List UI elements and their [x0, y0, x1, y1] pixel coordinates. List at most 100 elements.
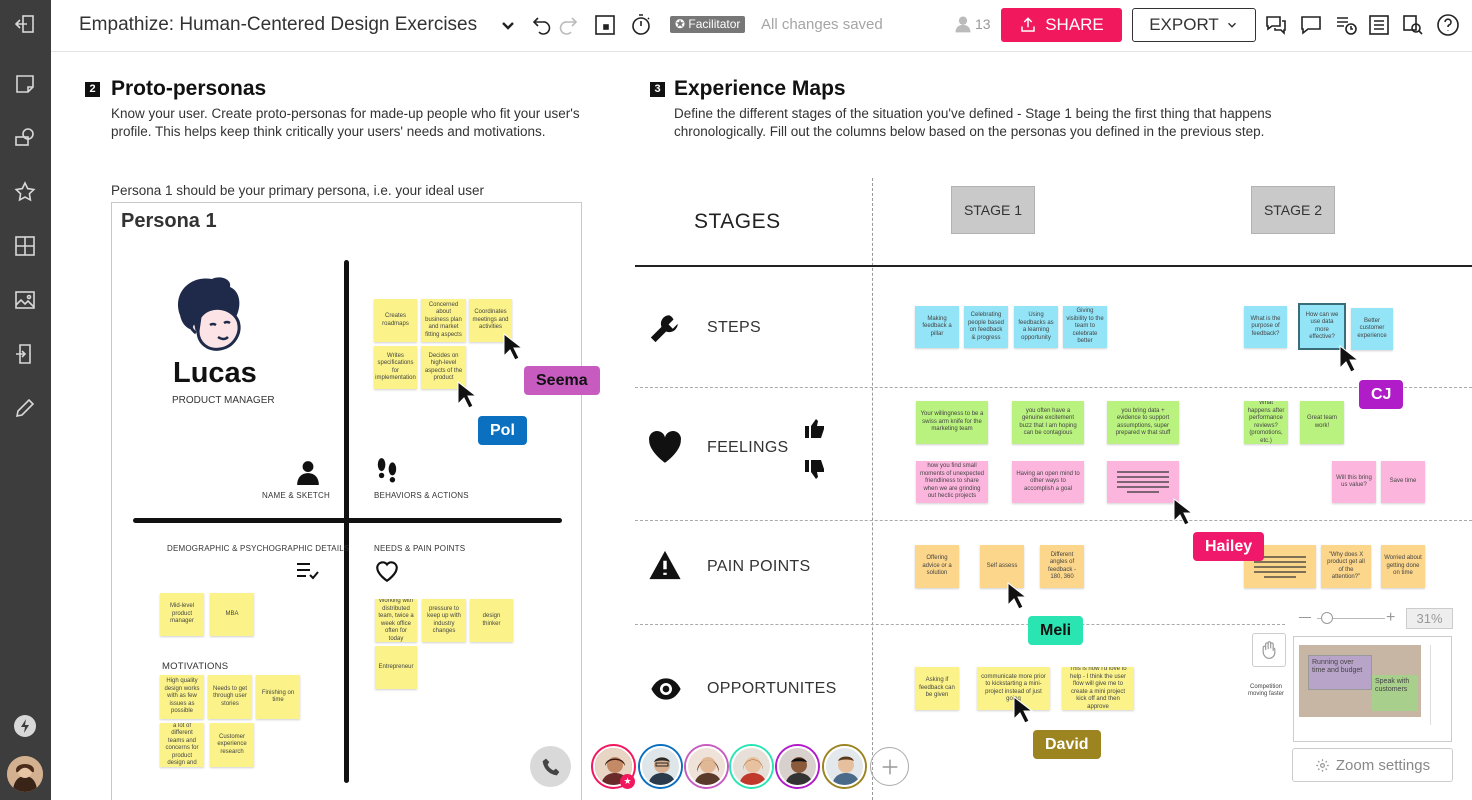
sticky-note[interactable]: Competition moving faster	[1247, 683, 1284, 698]
exit-icon[interactable]	[11, 10, 39, 38]
cursor-arrow-icon	[503, 333, 523, 361]
sticky-note[interactable]: Having an open mind to other ways to acc…	[1012, 461, 1084, 503]
comments-icon[interactable]	[1298, 12, 1324, 38]
sticky-note[interactable]: pressure to keep up with industry change…	[422, 599, 466, 642]
add-collaborator-button[interactable]	[870, 747, 909, 786]
row-divider	[635, 387, 1472, 388]
export-button[interactable]: EXPORT	[1132, 8, 1256, 42]
horizontal-axis	[133, 518, 562, 523]
sticky-note[interactable]: you bring data + evidence to support ass…	[1107, 401, 1179, 444]
activity-icon[interactable]	[1333, 12, 1359, 38]
redo-icon[interactable]	[555, 12, 581, 38]
collaborator-avatar[interactable]	[777, 746, 818, 787]
cursor-name-tag: Hailey	[1193, 532, 1265, 561]
needs-label: NEEDS & PAIN POINTS	[374, 544, 466, 553]
sticky-note-icon[interactable]	[11, 70, 39, 98]
cursor-name-tag: David	[1033, 730, 1101, 759]
sticky-note[interactable]: Offering advice or a solution	[915, 545, 959, 588]
sticky-note[interactable]: Coordinating a lot of different teams an…	[160, 723, 204, 767]
grid-icon[interactable]	[11, 232, 39, 260]
collaborator-avatar[interactable]	[731, 746, 772, 787]
sticky-note[interactable]: Finishing on time	[256, 675, 300, 719]
zoom-in-icon[interactable]: +	[1386, 609, 1396, 626]
sticky-note-selected[interactable]: How can we use data more effective?	[1298, 303, 1346, 350]
sticky-note[interactable]: Save time	[1381, 461, 1425, 503]
sticky-note[interactable]: Making feedback a pillar	[915, 306, 959, 348]
timer-icon[interactable]	[628, 12, 654, 38]
sticky-note[interactable]: Better customer experience	[1351, 308, 1393, 350]
zoom-out-icon[interactable]	[1299, 617, 1311, 618]
sticky-note[interactable]: Creates roadmaps	[374, 299, 417, 342]
user-count-value: 13	[975, 16, 991, 32]
call-button[interactable]	[530, 746, 571, 787]
sticky-note[interactable]: Great team work!	[1300, 401, 1344, 444]
star-icon[interactable]	[11, 178, 39, 206]
sticky-note[interactable]: Self assess	[980, 545, 1024, 588]
undo-icon[interactable]	[529, 12, 555, 38]
cursor-arrow-icon	[1007, 582, 1027, 610]
chat-icon[interactable]	[1263, 12, 1289, 38]
sticky-note[interactable]: What is the purpose of feedback?	[1244, 306, 1287, 348]
import-icon[interactable]	[11, 340, 39, 368]
row-label-opportunities: OPPORTUNITES	[707, 680, 837, 697]
zoom-settings-button[interactable]: Zoom settings	[1292, 748, 1453, 782]
collaborator-avatar[interactable]	[686, 746, 727, 787]
sticky-note[interactable]: Working with distributed team, twice a w…	[375, 599, 417, 642]
row-label-pain-points: PAIN POINTS	[707, 558, 811, 575]
sticky-note[interactable]: This is how I'd love to help - I think t…	[1062, 667, 1134, 710]
list-icon[interactable]	[1366, 12, 1392, 38]
sticky-note[interactable]: Asking if feedback can be given	[915, 667, 959, 710]
eye-icon	[645, 673, 687, 710]
share-button[interactable]: SHARE	[1001, 8, 1122, 42]
sticky-note[interactable]: Celebrating people based on feedback & p…	[964, 306, 1008, 348]
sticky-note[interactable]: Customer experience research	[210, 723, 254, 767]
cursor-name-tag: CJ	[1359, 380, 1404, 409]
section-number: 2	[85, 82, 100, 97]
hand-icon	[1262, 641, 1276, 659]
image-icon[interactable]	[11, 286, 39, 314]
thumbs-down-icon[interactable]	[802, 458, 828, 487]
sticky-note[interactable]: Different angles of feedback - 180, 360	[1040, 545, 1084, 588]
persona-card[interactable]: Persona 1 Lucas PRODUCT MANAGER NAME & S…	[111, 202, 582, 800]
sticky-note[interactable]: Mid-level product manager	[160, 593, 204, 636]
help-icon[interactable]	[1435, 12, 1461, 38]
pan-hand-button[interactable]	[1252, 633, 1286, 667]
sticky-note[interactable]: Worried about getting done on time	[1381, 545, 1425, 588]
sticky-note[interactable]: Giving visibility to the team to celebra…	[1063, 306, 1107, 348]
board-title[interactable]: Empathize: Human-Centered Design Exercis…	[79, 14, 478, 35]
chevron-down-icon[interactable]	[495, 12, 521, 38]
sticky-note[interactable]: Your willingness to be a swiss arm knife…	[916, 401, 988, 444]
facilitator-badge[interactable]: ✪ Facilitator	[670, 16, 746, 33]
present-frame-icon[interactable]	[592, 12, 618, 38]
sticky-note[interactable]: "Why does X product get all of the atten…	[1321, 545, 1371, 588]
sticky-note[interactable]: What happens after performance reviews? …	[1244, 401, 1288, 444]
pencil-icon[interactable]	[11, 394, 39, 422]
comment-tool-icon[interactable]	[11, 123, 39, 151]
zoom-slider-track[interactable]	[1317, 618, 1385, 619]
sticky-note[interactable]: Needs to get through user stories	[208, 675, 252, 719]
sticky-note[interactable]: Writes specifications for implementation	[374, 346, 417, 389]
stage-2-box[interactable]: STAGE 2	[1251, 186, 1335, 234]
sticky-note[interactable]: Concerned about business plan and market…	[421, 299, 466, 342]
thumbs-up-icon[interactable]	[802, 416, 828, 445]
user-count[interactable]: 13	[953, 14, 991, 34]
collaborator-avatar[interactable]	[640, 746, 681, 787]
sticky-note[interactable]: you often have a genuine excitement buzz…	[1012, 401, 1084, 444]
sticky-note[interactable]: High quality design works with as few is…	[160, 675, 204, 719]
user-avatar[interactable]	[7, 756, 43, 792]
collaborator-avatar[interactable]	[824, 746, 865, 787]
zoom-slider-handle[interactable]	[1321, 612, 1333, 624]
zoom-level[interactable]: 31%	[1406, 608, 1453, 629]
stage-1-box[interactable]: STAGE 1	[951, 186, 1035, 234]
sticky-note[interactable]: design thinker	[470, 599, 513, 642]
sticky-note[interactable]: Will this bring us value?	[1332, 461, 1376, 503]
export-label: EXPORT	[1149, 15, 1219, 34]
search-icon[interactable]	[1400, 12, 1426, 38]
lightning-icon[interactable]	[11, 712, 39, 740]
minimap[interactable]: Running over time and budget Speak with …	[1293, 636, 1452, 742]
sticky-note[interactable]: Using feedbacks as a learning opportunit…	[1014, 306, 1058, 348]
sticky-note[interactable]: Entrepreneur	[375, 646, 417, 689]
sticky-note[interactable]: how you find small moments of unexpected…	[916, 461, 988, 503]
sticky-note[interactable]: MBA	[210, 593, 254, 636]
sticky-note-editing[interactable]	[1107, 461, 1179, 503]
